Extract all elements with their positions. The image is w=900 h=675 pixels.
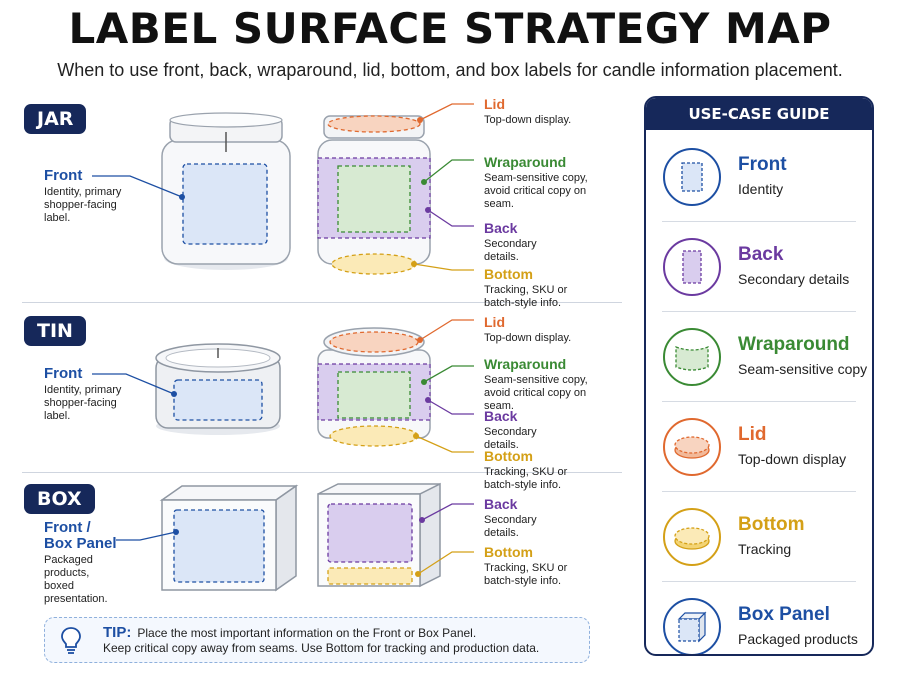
guide-item-name: Wraparound <box>738 334 850 355</box>
jar-lid-label-area <box>327 115 421 133</box>
tin-surfaces-illustration <box>317 327 431 447</box>
leader-dots <box>171 117 431 577</box>
leader-lines <box>92 103 474 575</box>
section-tag-jar: JAR <box>24 104 87 134</box>
box-back-heading: Back <box>484 496 518 512</box>
jar-bottom-text: Tracking, SKU or batch-style info. <box>484 284 568 309</box>
tin-lid-text: Top-down display. <box>484 332 572 344</box>
tip-text: TIP: Place the most important information… <box>103 625 539 656</box>
box-back-label-area <box>327 503 413 563</box>
tin-lid-callout: Lid Top-down display. <box>484 314 594 345</box>
lid-label-icon <box>663 418 721 476</box>
tin-back-text: Secondary details. <box>484 426 537 451</box>
jar-front-heading: Front <box>44 167 83 184</box>
tin-wrap-text: Seam-sensitive copy, avoid critical copy… <box>484 374 588 412</box>
section-tag-box: BOX <box>24 484 95 514</box>
box-bottom-label-area <box>327 567 413 585</box>
tip-line-2: Keep critical copy away from seams. Use … <box>103 641 540 655</box>
jar-front-text: Identity, primary shopper-facing label. <box>44 186 122 224</box>
guide-item-lid: Lid Top-down display <box>646 402 872 492</box>
jar-back-text: Secondary details. <box>484 238 537 263</box>
tin-lid-heading: Lid <box>484 314 505 330</box>
guide-item-back: Back Secondary details <box>646 222 872 312</box>
tin-front-heading: Front <box>44 365 83 382</box>
section-divider <box>22 472 622 473</box>
box-back-text: Secondary details. <box>484 514 537 539</box>
box-panel-icon <box>663 598 721 654</box>
tin-lid-label-area <box>329 331 419 353</box>
page-subtitle: When to use front, back, wraparound, lid… <box>57 60 843 80</box>
tin-bottom-label-area <box>329 425 419 447</box>
packaging-illustrations <box>92 103 474 592</box>
jar-bottom-heading: Bottom <box>484 266 533 282</box>
box-front-heading: Front / Box Panel <box>44 519 117 552</box>
guide-item-bottom: Bottom Tracking <box>646 492 872 582</box>
box-surfaces-illustration <box>317 482 441 588</box>
jar-lid-text: Top-down display. <box>484 114 572 126</box>
back-label-icon <box>663 238 721 296</box>
jar-back-callout: Back Secondary details. <box>484 220 574 264</box>
jar-lid-callout: Lid Top-down display. <box>484 96 594 127</box>
tin-bottom-heading: Bottom <box>484 448 533 464</box>
guide-item-desc: Identity <box>738 181 784 197</box>
box-front-label-area <box>173 509 265 583</box>
jar-surfaces-illustration <box>317 115 431 275</box>
tin-bottom-text: Tracking, SKU or batch-style info. <box>484 466 568 491</box>
box-front-illustration <box>159 484 299 592</box>
tin-front-text: Identity, primary shopper-facing label. <box>44 384 122 422</box>
guide-item-wraparound: Wraparound Seam-sensitive copy <box>646 312 872 402</box>
tip-box: TIP: Place the most important information… <box>44 617 590 663</box>
guide-item-name: Front <box>738 154 787 175</box>
guide-item-desc: Seam-sensitive copy <box>738 361 868 377</box>
jar-back-heading: Back <box>484 220 518 236</box>
box-front-text: Packaged products, boxed presentation. <box>44 554 108 605</box>
tin-back-heading: Back <box>484 408 518 424</box>
guide-item-name: Bottom <box>738 514 805 535</box>
section-tag-tin: TIN <box>24 316 86 346</box>
section-divider <box>22 302 622 303</box>
guide-item-desc: Tracking <box>738 541 792 557</box>
box-bottom-text: Tracking, SKU or batch-style info. <box>484 562 568 587</box>
use-case-guide-panel: USE-CASE GUIDE Front Identity Back Secon… <box>644 96 874 656</box>
jar-wrap-label-area <box>337 165 411 233</box>
jar-bottom-callout: Bottom Tracking, SKU or batch-style info… <box>484 266 596 310</box>
jar-wrap-text: Seam-sensitive copy, avoid critical copy… <box>484 172 588 210</box>
bottom-label-icon <box>663 508 721 566</box>
page-title: LABEL SURFACE STRATEGY MAP <box>68 4 832 53</box>
jar-wrap-heading: Wraparound <box>484 154 567 170</box>
box-bottom-callout: Bottom Tracking, SKU or batch-style info… <box>484 544 596 588</box>
box-bottom-heading: Bottom <box>484 544 533 560</box>
jar-front-illustration <box>161 112 291 270</box>
guide-item-name: Back <box>738 244 784 265</box>
guide-item-name: Box Panel <box>738 604 830 625</box>
jar-front-callout: Front Identity, primary shopper-facing l… <box>44 168 124 225</box>
box-back-callout: Back Secondary details. <box>484 496 574 540</box>
tip-label: TIP: <box>103 624 132 641</box>
tin-wrap-heading: Wraparound <box>484 356 567 372</box>
tin-back-callout: Back Secondary details. <box>484 408 574 452</box>
guide-item-desc: Packaged products <box>738 631 858 647</box>
wraparound-label-icon <box>663 328 721 386</box>
front-label-icon <box>663 148 721 206</box>
guide-item-desc: Secondary details <box>738 271 850 287</box>
guide-title: USE-CASE GUIDE <box>646 98 872 130</box>
guide-item-desc: Top-down display <box>738 451 847 467</box>
guide-item-name: Lid <box>738 424 767 445</box>
lightbulb-icon <box>61 627 81 654</box>
jar-wrap-callout: Wraparound Seam-sensitive copy, avoid cr… <box>484 154 596 211</box>
tin-wrap-callout: Wraparound Seam-sensitive copy, avoid cr… <box>484 356 596 413</box>
tip-line-1: Place the most important information on … <box>137 626 477 640</box>
jar-front-label-area <box>182 163 268 245</box>
tin-front-illustration <box>155 343 281 435</box>
guide-item-box-panel: Box Panel Packaged products <box>646 582 872 654</box>
jar-lid-heading: Lid <box>484 96 505 112</box>
tin-front-callout: Front Identity, primary shopper-facing l… <box>44 366 124 423</box>
jar-bottom-label-area <box>331 253 417 275</box>
box-front-callout: Front / Box Panel Packaged products, box… <box>44 520 120 606</box>
guide-item-front: Front Identity <box>646 132 872 222</box>
tin-front-label-area <box>173 379 263 421</box>
tin-wrap-label-area <box>337 371 411 419</box>
tin-bottom-callout: Bottom Tracking, SKU or batch-style info… <box>484 448 596 492</box>
